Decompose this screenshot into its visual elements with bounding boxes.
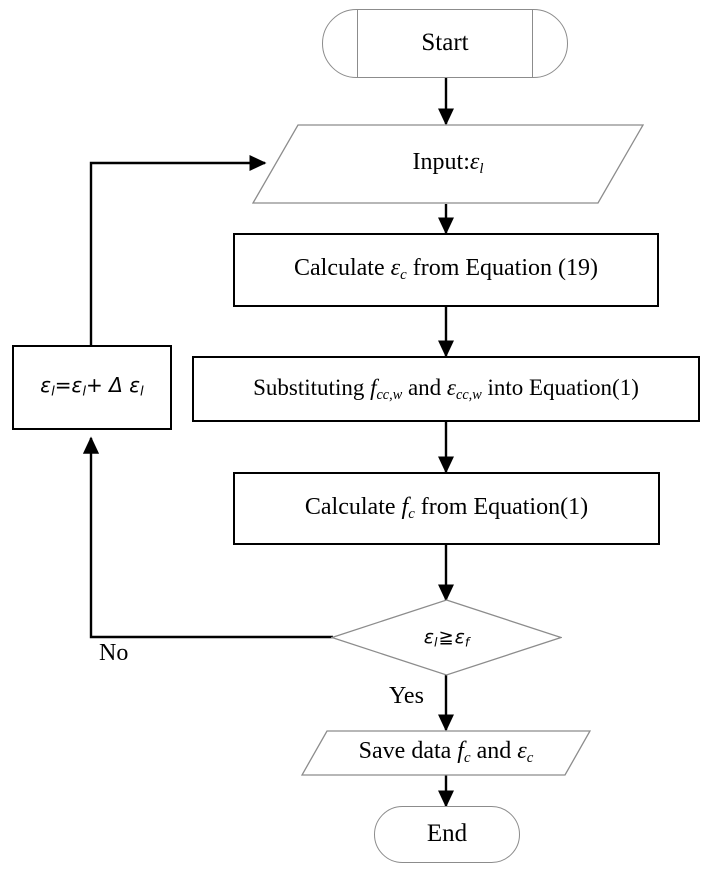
save-epsilon-subscript: c: [526, 750, 534, 767]
diamond-shape: [331, 599, 562, 676]
node-decision-label: εl≧εf: [331, 599, 562, 676]
node-start[interactable]: Start: [322, 9, 568, 78]
terminator-cap-line-right: [532, 10, 533, 77]
node-increment-strain[interactable]: εl=εl+ Δ εl: [12, 345, 172, 430]
increment-epsilon-3: ε: [129, 373, 141, 398]
node-end-label: End: [426, 820, 468, 848]
substitute-text-1: Substituting: [253, 374, 371, 400]
edge-label-yes: Yes: [389, 683, 424, 709]
calc-ec-epsilon-symbol: ε: [390, 255, 401, 282]
calc-fc-text-1: Calculate: [304, 493, 402, 520]
decision-subscript-2: f: [464, 634, 470, 650]
increment-epsilon-2: ε: [71, 373, 83, 398]
node-input-strain-label: Input:εl: [252, 124, 644, 204]
node-calculate-fc[interactable]: Calculate fc from Equation(1): [233, 472, 660, 545]
increment-operator-equals: =: [54, 373, 72, 398]
calc-fc-f-symbol: f: [401, 493, 409, 520]
parallelogram-shape-save: [301, 730, 591, 776]
calc-ec-text-2: from Equation (19): [406, 255, 598, 282]
node-increment-strain-label: εl=εl+ Δ εl: [40, 375, 143, 399]
input-epsilon-subscript: l: [479, 161, 484, 178]
calc-fc-f-subscript: c: [408, 505, 415, 522]
increment-subscript-1: l: [51, 384, 55, 400]
node-calculate-epsilon-c-label: Calculate εc from Equation (19): [294, 256, 598, 284]
node-save-data[interactable]: Save data fc and εc: [301, 730, 591, 776]
save-text-1: Save data: [358, 738, 458, 765]
calc-ec-epsilon-subscript: c: [400, 267, 407, 284]
save-f-symbol: f: [457, 738, 464, 765]
node-calculate-fc-label: Calculate fc from Equation(1): [304, 493, 589, 523]
input-epsilon-symbol: ε: [469, 149, 480, 176]
increment-delta-symbol: Δ: [109, 373, 123, 398]
save-epsilon-symbol: ε: [517, 738, 527, 765]
input-prefix-text: Input:: [412, 149, 470, 176]
node-end[interactable]: End: [374, 806, 520, 863]
node-substituting-label: Substituting fcc,w and εcc,w into Equati…: [253, 374, 639, 403]
terminator-cap-line-left: [357, 10, 358, 77]
increment-subscript-3: l: [140, 384, 144, 400]
substitute-f-subscript: cc,w: [376, 386, 403, 403]
node-start-label: Start: [421, 29, 469, 57]
parallelogram-shape: [252, 124, 644, 204]
node-calculate-epsilon-c[interactable]: Calculate εc from Equation (19): [233, 233, 659, 307]
edge-label-no: No: [99, 640, 129, 666]
substitute-f-symbol: f: [370, 374, 377, 400]
decision-operator-geq: ≧: [438, 626, 454, 648]
substitute-text-2: and: [402, 374, 447, 400]
decision-epsilon-2: ε: [454, 625, 465, 648]
increment-operator-plus: +: [86, 373, 103, 398]
substitute-epsilon-subscript: cc,w: [456, 386, 482, 403]
calc-fc-text-2: from Equation(1): [414, 493, 589, 520]
increment-subscript-2: l: [82, 384, 87, 400]
node-substituting[interactable]: Substituting fcc,w and εcc,w into Equati…: [192, 356, 700, 422]
node-save-data-label: Save data fc and εc: [301, 730, 591, 776]
node-decision-strain-check[interactable]: εl≧εf: [331, 599, 562, 676]
substitute-epsilon-symbol: ε: [446, 374, 456, 400]
calc-ec-text-1: Calculate: [294, 255, 391, 282]
save-text-2: and: [470, 738, 518, 765]
decision-subscript-1: l: [433, 634, 438, 650]
save-f-subscript: c: [463, 750, 471, 767]
increment-epsilon-1: ε: [40, 373, 52, 398]
substitute-text-3: into Equation(1): [481, 374, 639, 400]
node-input-strain[interactable]: Input:εl: [252, 124, 644, 204]
decision-epsilon-1: ε: [423, 625, 434, 648]
